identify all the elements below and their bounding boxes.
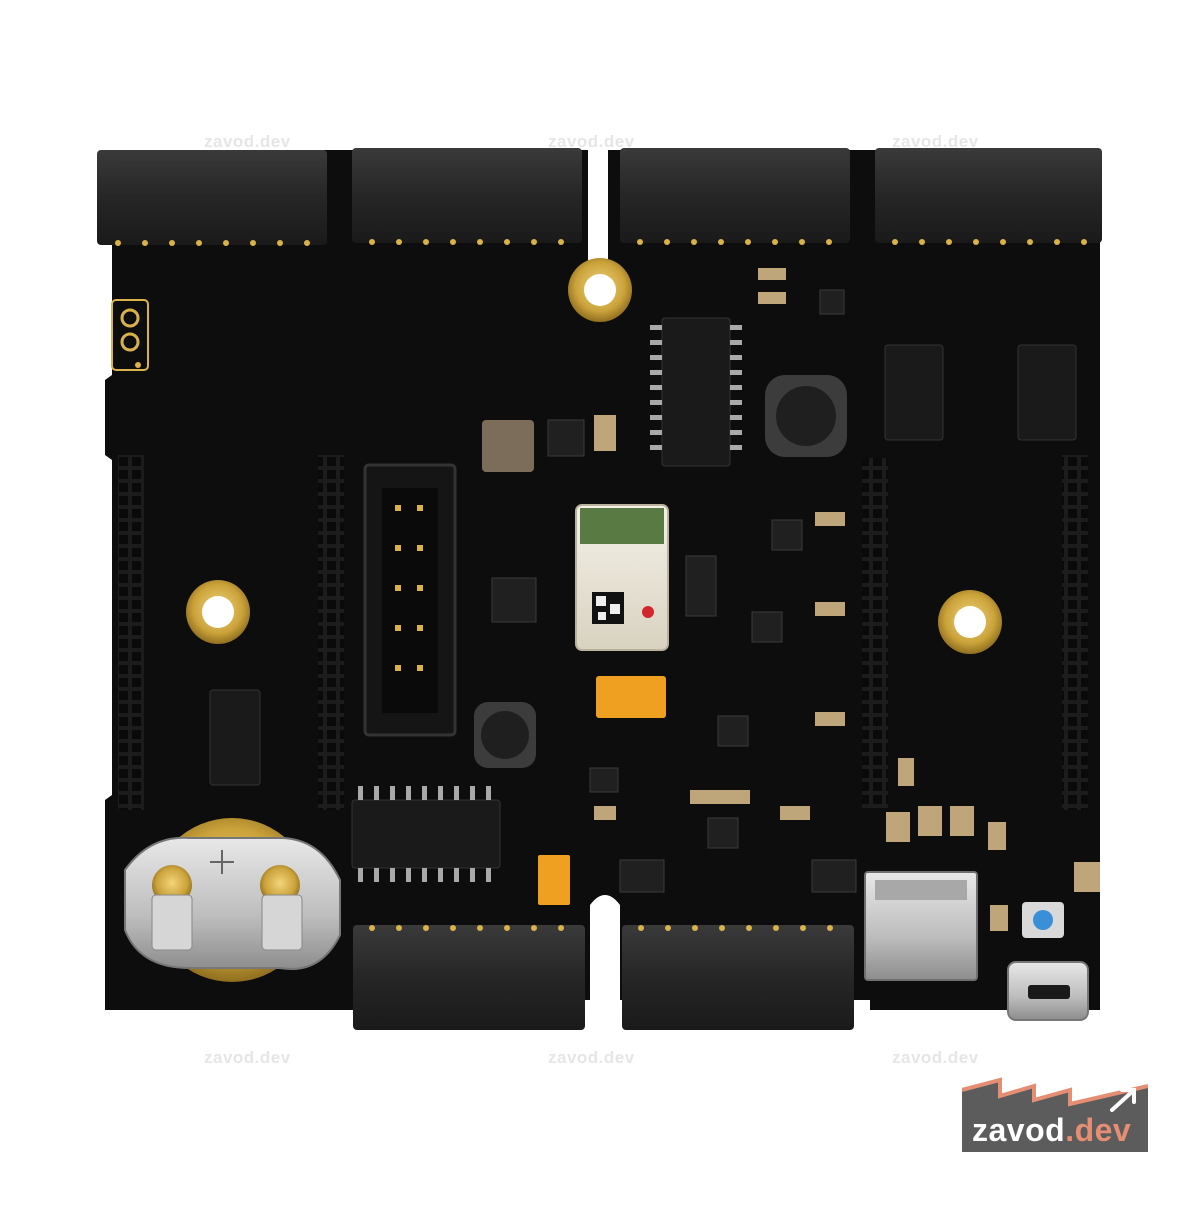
smd-components <box>594 268 1100 931</box>
mounting-holes <box>186 258 1002 654</box>
tantalum-cap <box>596 676 666 718</box>
box-header-connector <box>363 463 457 737</box>
brand-logo <box>962 1077 1148 1152</box>
brand-name: zavod <box>972 1112 1066 1148</box>
watermark: zavod.dev <box>892 132 979 151</box>
watermark: zavod.dev <box>548 132 635 151</box>
watermark: zavod.dev <box>892 1048 979 1067</box>
ic-right-mux <box>884 344 1077 441</box>
top-headers <box>97 148 1102 246</box>
board-slot-top <box>588 150 608 290</box>
micro-sd-slot <box>864 871 978 981</box>
watermark: zavod.dev <box>548 1048 635 1067</box>
brand-logo-text: zavod.dev <box>972 1112 1131 1149</box>
watermark: zavod.dev <box>204 1048 291 1067</box>
coin-cell-holder <box>124 818 341 982</box>
bottom-headers <box>353 925 854 1030</box>
side-pin-headers <box>118 455 1088 810</box>
infinity-icon <box>111 299 149 371</box>
power-ic <box>482 420 534 472</box>
ic-left-bottom <box>209 689 261 786</box>
wifi-module <box>575 504 669 651</box>
inductor-bottom <box>474 702 536 768</box>
reset-button <box>1022 902 1064 938</box>
inductor-top <box>765 375 847 457</box>
brand-suffix: .dev <box>1065 1112 1132 1148</box>
small-ics <box>491 289 857 893</box>
micro-usb-port <box>1007 961 1089 1021</box>
tantalum-small <box>538 855 570 905</box>
arrow-up-right-icon <box>1110 1088 1136 1112</box>
ic-bottom-mux <box>351 786 501 882</box>
watermark: zavod.dev <box>204 132 291 151</box>
ic-top-mux <box>650 317 742 467</box>
